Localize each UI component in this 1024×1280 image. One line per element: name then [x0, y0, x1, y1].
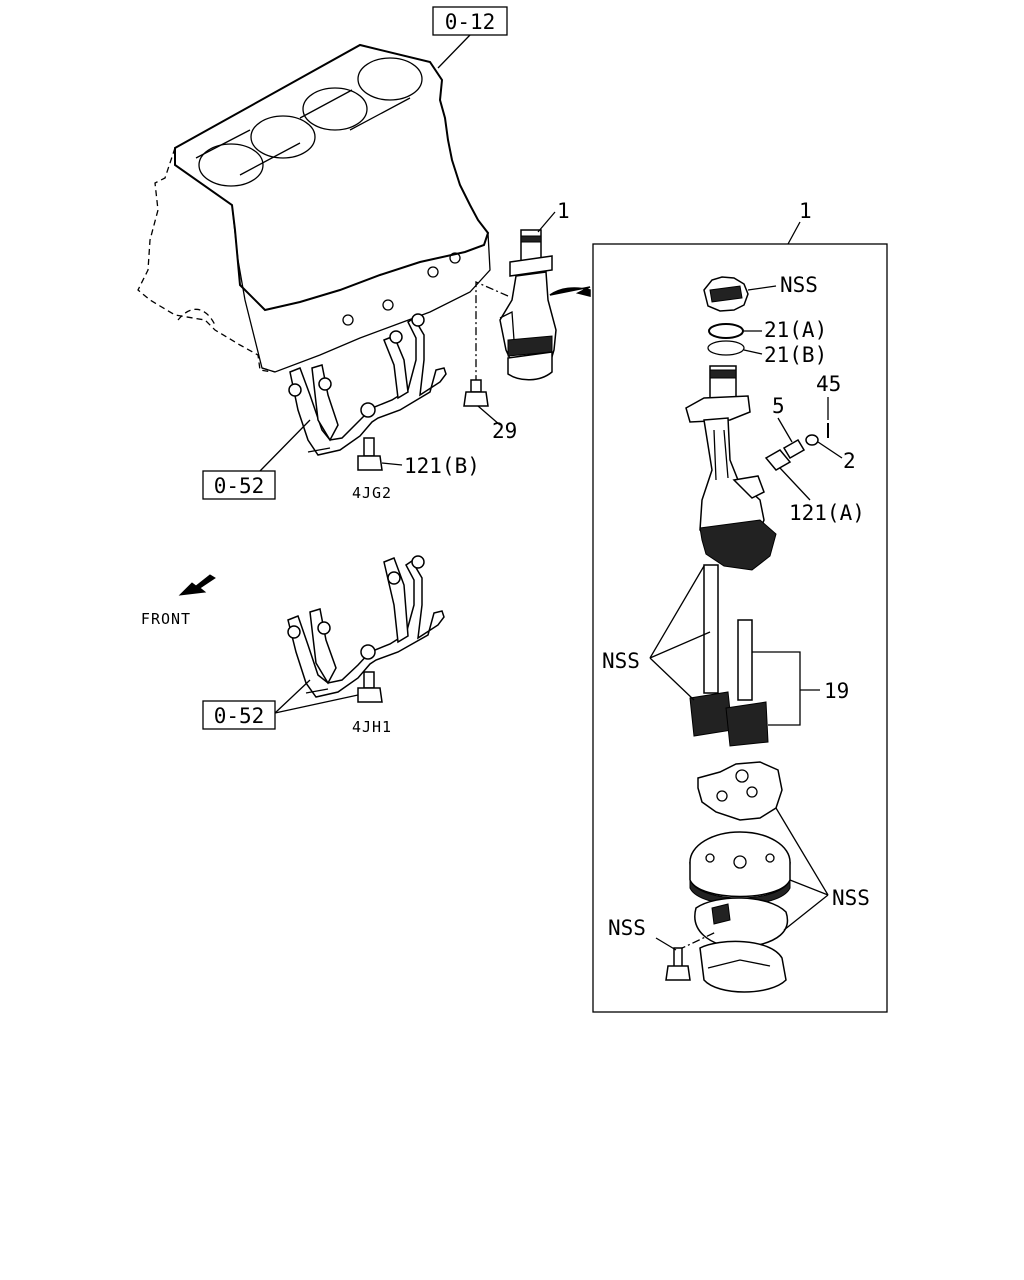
callout-group-nss-shafts: NSS	[602, 565, 711, 701]
ref-label-pipe-4jh1: 0-52	[214, 704, 265, 728]
oil-jet-pipe-4jh1	[287, 555, 445, 698]
engine-label-4jg2: 4JG2	[352, 484, 392, 502]
ref-label-pipe-4jg2: 0-52	[214, 474, 265, 498]
callout-nss-gear: NSS	[780, 273, 818, 297]
callout-nozzle-121b: 121(B)	[404, 454, 480, 478]
callout-pin-45: 45	[816, 372, 841, 396]
callout-nss-body: NSS	[832, 886, 870, 910]
strainer-bolt: NSS	[608, 916, 717, 981]
drive-shaft-gear	[689, 564, 733, 737]
ref-box-pipe-4jh1: 0-52	[202, 679, 359, 730]
callout-spring-5: 5	[772, 394, 785, 418]
callout-relief-121a: 121(A)	[789, 501, 865, 525]
oil-strainer	[694, 897, 789, 993]
front-label: FRONT	[141, 610, 191, 628]
callout-plug-2: 2	[843, 449, 856, 473]
callout-group-19: 19	[752, 651, 849, 726]
front-arrow-icon	[178, 574, 216, 596]
callout-nss-bolt: NSS	[608, 916, 646, 940]
detail-box: 1	[592, 199, 888, 1013]
drive-gear: NSS	[703, 273, 818, 312]
pump-cover-plate	[697, 761, 783, 821]
ref-label-block: 0-12	[445, 10, 496, 34]
o-ring-21b: 21(B)	[707, 340, 827, 367]
oil-pump-installed: 1	[499, 199, 570, 381]
pin-45: 45	[816, 372, 841, 438]
oil-jet-pipe-4jg2	[288, 313, 447, 456]
callout-shaft-gear-19: 19	[824, 679, 849, 703]
o-ring-21a: 21(A)	[708, 318, 827, 342]
callout-ring-21b: 21(B)	[764, 343, 827, 367]
relief-spring-5: 5	[772, 394, 806, 460]
ref-box-block: 0-12	[432, 6, 508, 69]
cylinder-block	[137, 43, 491, 373]
callout-detail-box: 1	[799, 199, 812, 223]
callout-bolt-29: 29	[492, 419, 517, 443]
oil-jet-nozzle-4jh1	[357, 671, 383, 703]
callout-ring-21a: 21(A)	[764, 318, 827, 342]
relief-valve-121a: 121(A)	[764, 449, 865, 525]
callout-nss-shafts: NSS	[602, 649, 640, 673]
driven-shaft-gear-19	[725, 619, 769, 747]
plug-2: 2	[805, 434, 856, 473]
detail-arrow-icon	[549, 286, 591, 297]
ref-box-pipe-4jg2: 0-52	[202, 419, 311, 500]
mounting-bolt-29: 29	[463, 281, 517, 443]
callout-group-nss-body: NSS	[775, 807, 870, 931]
callout-pump-assy: 1	[557, 199, 570, 223]
engine-label-4jh1: 4JH1	[352, 718, 392, 736]
pump-body	[685, 365, 777, 571]
pump-housing	[689, 831, 791, 905]
front-direction-indicator: FRONT	[141, 574, 216, 628]
oil-jet-nozzle-121b: 121(B)	[357, 437, 480, 478]
